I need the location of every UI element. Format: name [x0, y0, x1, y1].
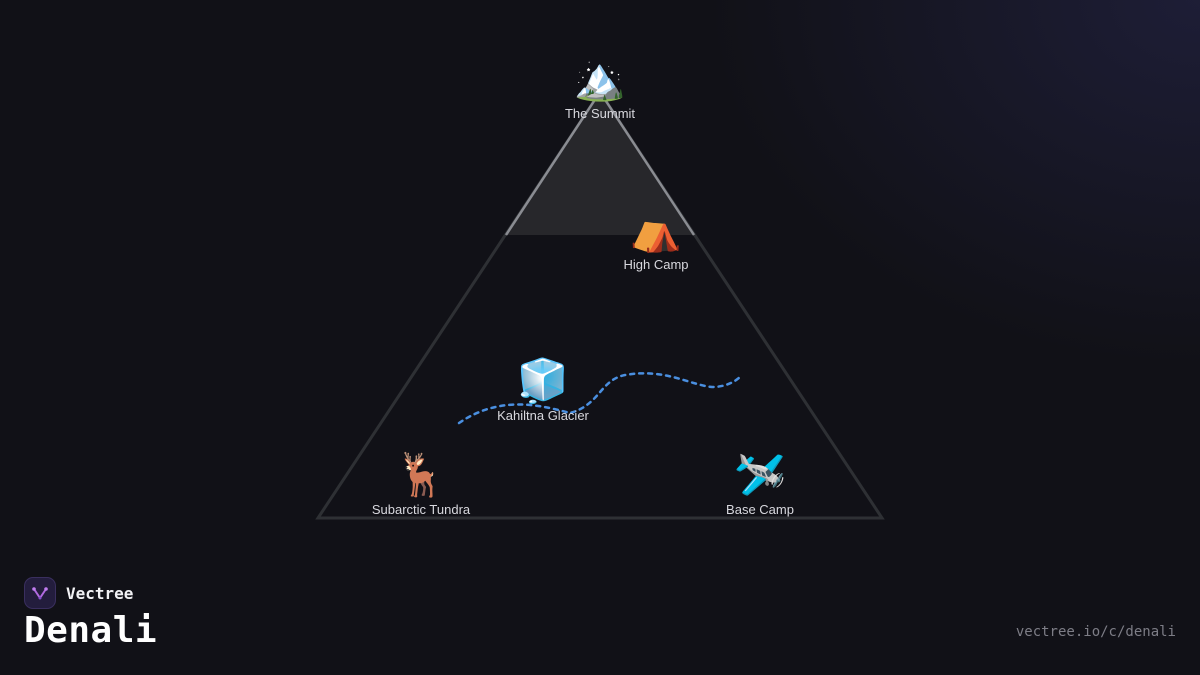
summit-label: The Summit: [564, 106, 636, 121]
deer-icon: 🦌: [394, 450, 448, 499]
summit-node: 🏔️ The Summit: [564, 54, 636, 122]
high-camp-label: High Camp: [623, 257, 689, 272]
mountain-outline: [315, 89, 885, 520]
brand: Vectree: [24, 577, 133, 609]
high-camp-node: ⛺ High Camp: [623, 205, 689, 273]
tundra-node: 🦌 Subarctic Tundra: [371, 450, 471, 518]
glacier-node: 🧊 Kahiltna Glacier: [497, 356, 589, 424]
summit-edge-left: [504, 91, 602, 236]
summit-zone: [506, 92, 694, 235]
climbing-route: [457, 372, 743, 425]
airplane-icon: 🛩️: [733, 450, 787, 499]
ice-cube-icon: 🧊: [516, 356, 570, 405]
summit-edge-right: [598, 91, 696, 236]
page-title: Denali: [24, 610, 158, 651]
brand-name: Vectree: [66, 583, 134, 603]
mountain-icon: 🏔️: [573, 54, 627, 103]
source-url: vectree.io/c/denali: [1015, 624, 1176, 640]
glacier-label: Kahiltna Glacier: [497, 408, 589, 423]
base-camp-label: Base Camp: [726, 502, 794, 517]
base-camp-node: 🛩️ Base Camp: [726, 450, 794, 518]
tent-icon: ⛺: [629, 205, 683, 254]
vectree-logo-icon: [24, 577, 56, 609]
tundra-label: Subarctic Tundra: [371, 502, 471, 517]
